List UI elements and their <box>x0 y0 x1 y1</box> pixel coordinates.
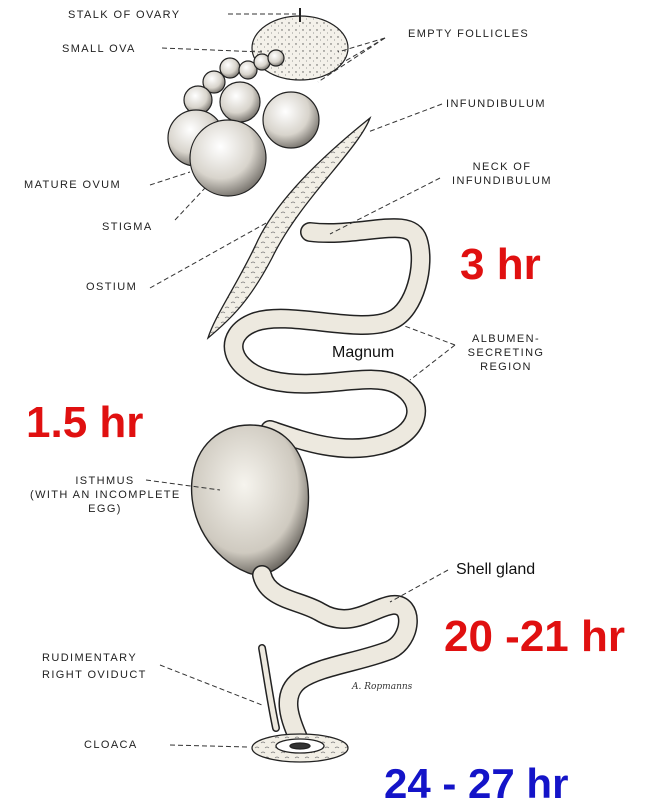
label-albumen-line2: SECRETING <box>456 346 556 360</box>
follicle-cluster <box>252 16 348 80</box>
label-empty-follicles: EMPTY FOLLICLES <box>408 27 529 41</box>
label-stigma: STIGMA <box>102 220 153 234</box>
label-neck-line1: NECK OF <box>446 160 558 174</box>
label-isthmus-line2: (WITH AN INCOMPLETE <box>30 488 180 502</box>
medium-ovum <box>263 92 319 148</box>
label-infundibulum: INFUNDIBULUM <box>446 97 546 111</box>
label-rudimentary-right-oviduct: RUDIMENTARY RIGHT OVIDUCT <box>42 650 147 684</box>
label-isthmus-line1: ISTHMUS <box>30 474 180 488</box>
label-isthmus-line3: EGG) <box>30 502 180 516</box>
small-ovum <box>268 50 284 66</box>
lower-tube-fill <box>262 575 408 742</box>
label-rudimentary-line1: RUDIMENTARY <box>42 650 147 667</box>
label-albumen-secreting-region: ALBUMEN- SECRETING REGION <box>456 332 556 374</box>
timing-shell-gland: 20 -21 hr <box>444 612 625 662</box>
label-cloaca: CLOACA <box>84 738 138 752</box>
label-albumen-line1: ALBUMEN- <box>456 332 556 346</box>
label-rudimentary-line2: RIGHT OVIDUCT <box>42 667 147 684</box>
label-shell-gland: Shell gland <box>456 561 535 579</box>
timing-isthmus: 1.5 hr <box>26 398 143 448</box>
cloaca-shape <box>252 734 348 762</box>
timing-magnum: 3 hr <box>460 240 541 290</box>
label-albumen-line3: REGION <box>456 360 556 374</box>
isthmus-shape <box>192 425 309 575</box>
label-small-ova: SMALL OVA <box>62 42 136 56</box>
label-mature-ovum: MATURE OVUM <box>24 178 121 192</box>
label-isthmus: ISTHMUS (WITH AN INCOMPLETE EGG) <box>30 474 180 516</box>
medium-ovum <box>220 82 260 122</box>
artist-signature: A. Ropmanns <box>352 682 412 692</box>
label-ostium: OSTIUM <box>86 280 137 294</box>
label-neck-of-infundibulum: NECK OF INFUNDIBULUM <box>446 160 558 188</box>
label-stalk-of-ovary: STALK OF OVARY <box>68 8 181 22</box>
label-neck-line2: INFUNDIBULUM <box>446 174 558 188</box>
mature-ovum-shape <box>190 120 266 196</box>
timing-total: 24 - 27 hr <box>384 760 568 808</box>
label-magnum: Magnum <box>332 344 394 362</box>
